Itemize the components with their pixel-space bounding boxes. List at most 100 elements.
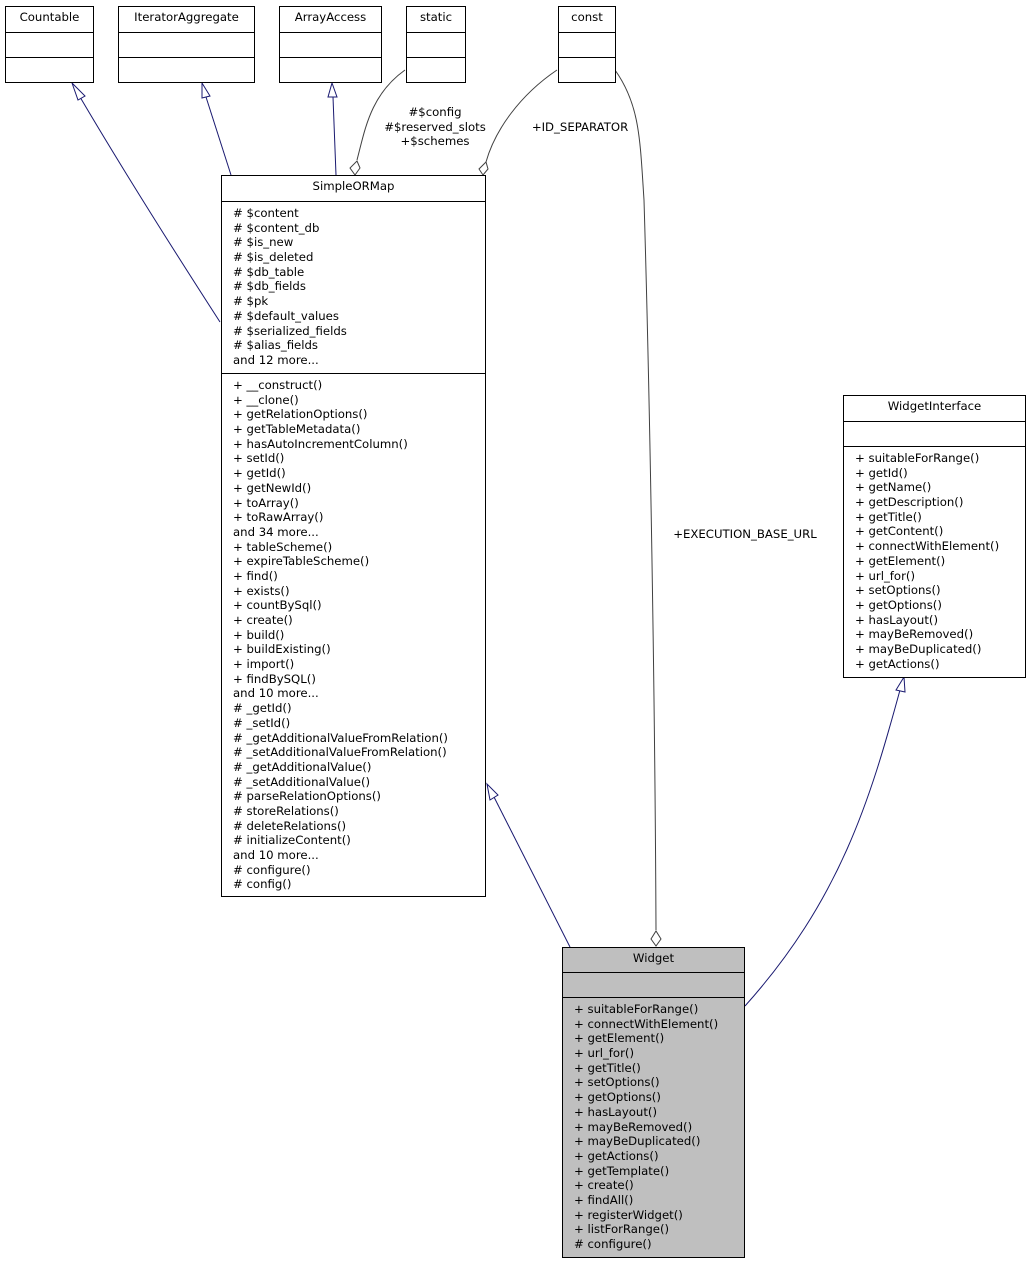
member-row: and 10 more... (233, 848, 319, 862)
edge-const-to-widget (614, 69, 657, 931)
member-row: + url_for() (574, 1046, 635, 1061)
edge-sorm-inherits-countable (79, 96, 221, 323)
member-row: + exists() (233, 583, 290, 598)
attributes-section (563, 973, 744, 998)
member-row: + build() (233, 627, 285, 642)
member-row: + url_for() (855, 568, 916, 583)
class-title: IteratorAggregate (119, 7, 254, 33)
member-row: + getOptions() (855, 597, 942, 612)
class-countable[interactable]: Countable (5, 6, 94, 83)
class-arrayaccess[interactable]: ArrayAccess (279, 6, 382, 83)
edge-label-line: +ID_SEPARATOR (531, 120, 629, 134)
member-row: + __clone() (233, 392, 299, 407)
member-row: + getDescription() (855, 495, 964, 510)
member-row: # _getAdditionalValue() (233, 759, 372, 774)
member-row: + getOptions() (574, 1090, 661, 1105)
class-simpleormap[interactable]: SimpleORMap # $content# $content_db# $is… (221, 175, 486, 897)
attributes-section (844, 422, 1025, 447)
member-row: # $alias_fields (233, 338, 319, 353)
member-row: + mayBeDuplicated() (574, 1134, 701, 1149)
class-title: WidgetInterface (844, 396, 1025, 422)
member-row: + countBySql() (233, 598, 322, 613)
member-row: + buildExisting() (233, 642, 331, 657)
edge-label-static-sorm: #$config #$reserved_slots +$schemes (370, 105, 500, 149)
member-row: + hasLayout() (855, 612, 939, 627)
member-row: # $content (233, 206, 299, 220)
edge-sorm-inherits-arrayaccess (332, 96, 337, 176)
arrowhead-arrayaccess (327, 81, 338, 98)
member-row: + __construct() (233, 378, 323, 392)
member-row: # $db_table (233, 264, 305, 279)
edge-const-to-sorm (485, 69, 558, 163)
member-row: # $content_db (233, 220, 320, 235)
member-row: # configure() (233, 862, 311, 877)
class-widget[interactable]: Widget + suitableForRange()+ connectWith… (562, 947, 745, 1258)
member-row: + getActions() (574, 1148, 659, 1163)
member-row: + mayBeRemoved() (574, 1119, 693, 1134)
member-row: + getId() (855, 465, 908, 480)
edge-label-line: #$config (408, 105, 462, 119)
attributes-section: # $content# $content_db# $is_new# $is_de… (222, 202, 485, 374)
member-row: # $pk (233, 294, 269, 309)
member-row: + getElement() (574, 1031, 665, 1046)
edge-label-line: +$schemes (400, 134, 470, 149)
member-row: + getTableMetadata() (233, 422, 361, 437)
member-row: + create() (574, 1178, 634, 1193)
member-row: # $default_values (233, 308, 339, 323)
class-iteratoraggregate[interactable]: IteratorAggregate (118, 6, 255, 83)
member-row: + getContent() (855, 524, 944, 539)
methods-section: + suitableForRange()+ connectWithElement… (563, 998, 744, 1257)
attributes-section (119, 33, 254, 58)
member-row: + connectWithElement() (574, 1016, 719, 1031)
member-row: + toArray() (233, 495, 299, 510)
member-row: # _setId() (233, 715, 291, 730)
member-row: + expireTableScheme() (233, 554, 370, 569)
member-row: # _setAdditionalValueFromRelation() (233, 745, 447, 760)
attributes-section (559, 33, 615, 58)
arrowhead-iteratoraggregate (201, 81, 211, 99)
class-title: static (407, 7, 465, 33)
attributes-section (6, 33, 93, 58)
methods-section (6, 58, 93, 82)
class-title: Countable (6, 7, 93, 33)
member-row: + getNewId() (233, 480, 312, 495)
attributes-section (407, 33, 465, 58)
class-const[interactable]: const (558, 6, 616, 83)
arrowhead-sorm (486, 782, 499, 801)
member-row: + getTemplate() (574, 1163, 670, 1178)
member-row: + getId() (233, 466, 286, 481)
member-row: + tableScheme() (233, 539, 333, 554)
member-row: + connectWithElement() (855, 539, 1000, 554)
member-row: # parseRelationOptions() (233, 789, 381, 804)
member-row: # config() (233, 877, 292, 892)
member-row: + findBySQL() (233, 671, 316, 686)
member-row: # deleteRelations() (233, 818, 347, 833)
methods-section: + suitableForRange()+ getId()+ getName()… (844, 447, 1025, 677)
edge-widget-inherits-sorm (493, 796, 571, 948)
methods-section: + __construct()+ __clone()+ getRelationO… (222, 374, 485, 896)
attributes-section (280, 33, 381, 58)
member-row: + findAll() (574, 1192, 634, 1207)
diamond-sorm-const (478, 161, 489, 176)
class-static[interactable]: static (406, 6, 466, 83)
class-title: ArrayAccess (280, 7, 381, 33)
edge-static-to-sorm (356, 69, 406, 161)
member-row: + hasLayout() (574, 1104, 658, 1119)
member-row: # initializeContent() (233, 833, 351, 848)
member-row: + suitableForRange() (574, 1002, 699, 1016)
member-row: + find() (233, 568, 278, 583)
class-widgetinterface[interactable]: WidgetInterface + suitableForRange()+ ge… (843, 395, 1026, 678)
methods-section (280, 58, 381, 82)
member-row: + setId() (233, 451, 285, 466)
member-row: and 34 more... (233, 524, 319, 539)
member-row: # $is_new (233, 235, 294, 250)
member-row: + getTitle() (574, 1060, 641, 1075)
member-row: + getActions() (855, 656, 940, 671)
member-row: + listForRange() (574, 1222, 670, 1237)
member-row: + mayBeRemoved() (855, 627, 974, 642)
member-row: # storeRelations() (233, 803, 339, 818)
edge-label-const-sorm: +ID_SEPARATOR (520, 120, 640, 135)
member-row: # $is_deleted (233, 250, 314, 265)
member-row: + setOptions() (574, 1075, 660, 1090)
